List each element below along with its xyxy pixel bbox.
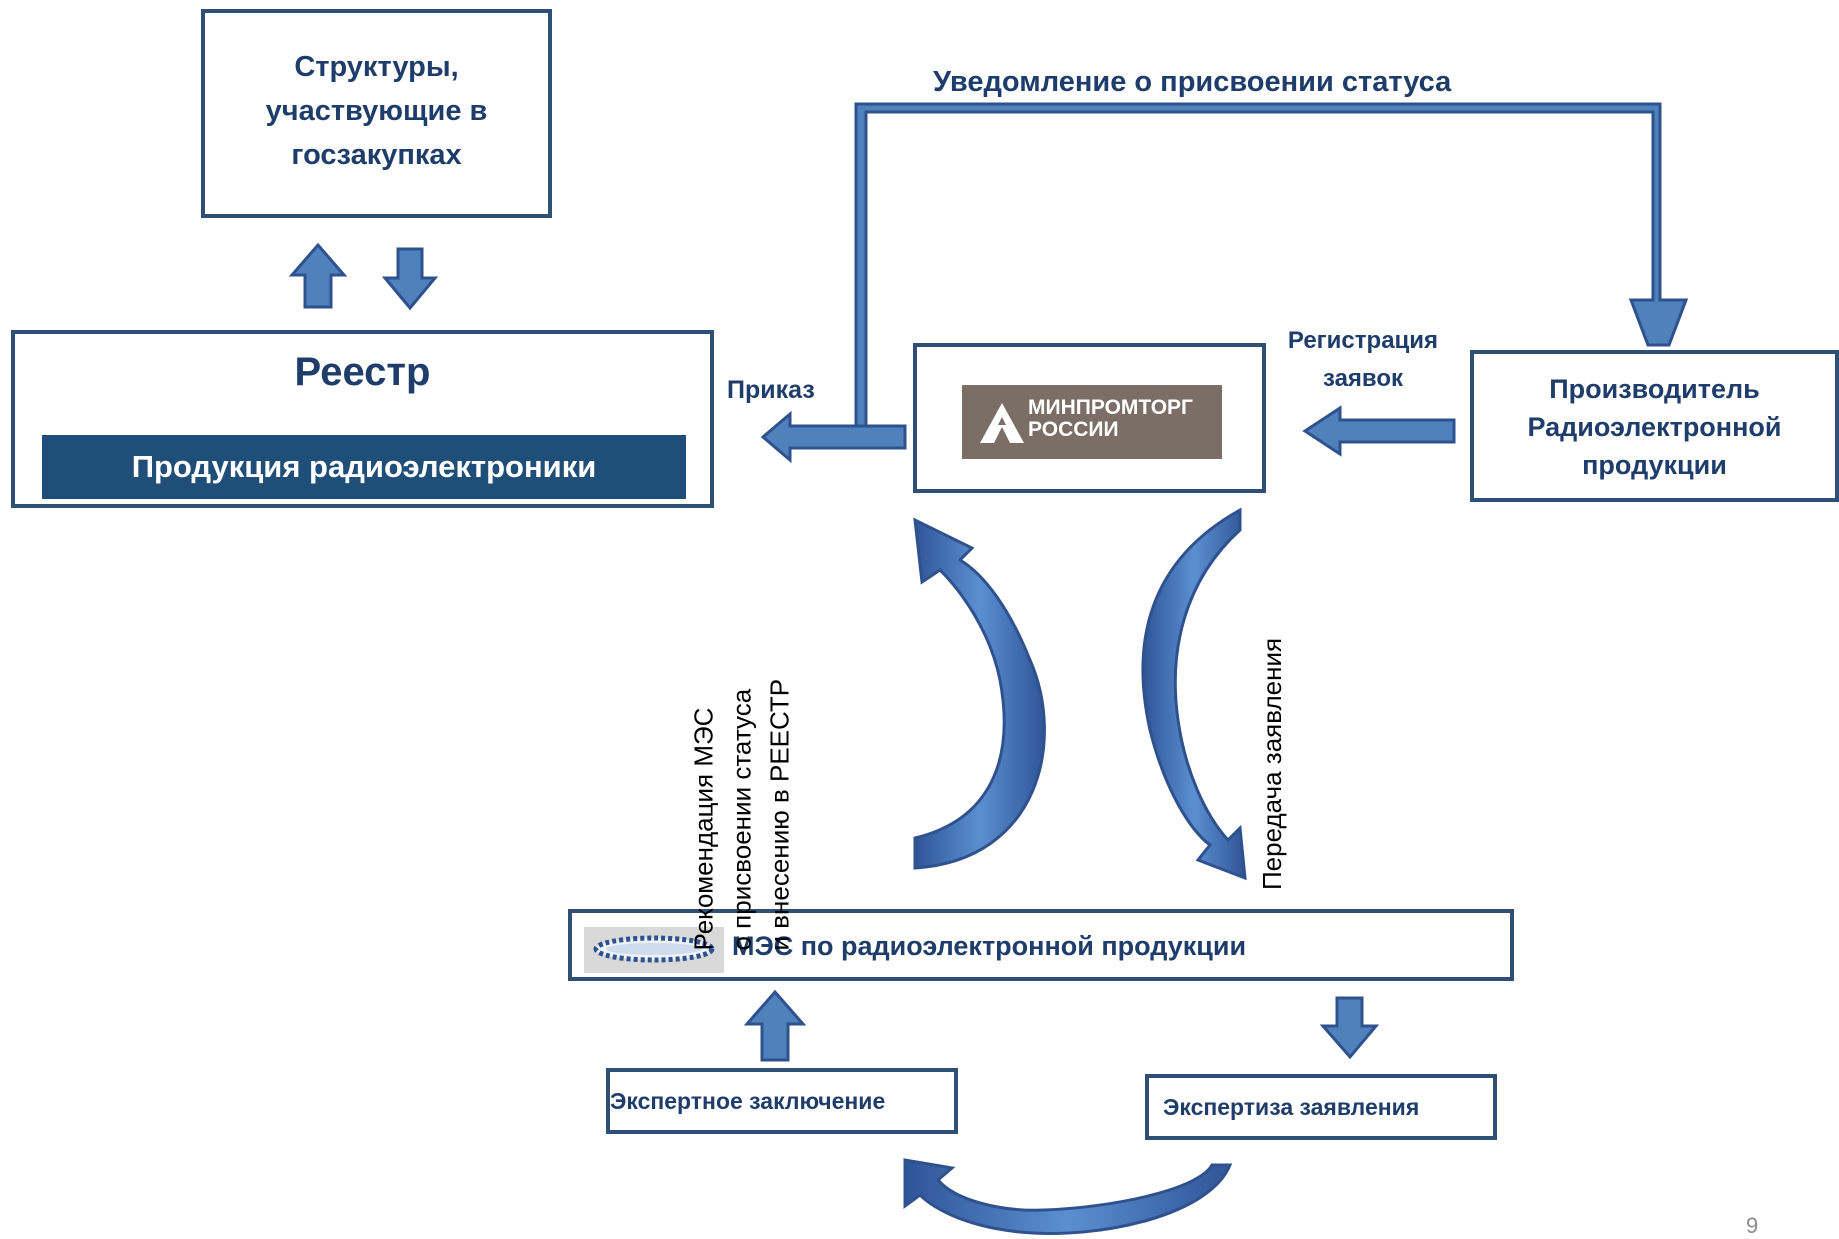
expertise-box: Экспертиза заявления bbox=[1145, 1074, 1497, 1140]
registration-arrow bbox=[1302, 405, 1456, 457]
registry-title: Реестр bbox=[294, 350, 431, 394]
ministry-logo-line2: РОССИИ bbox=[1028, 418, 1119, 441]
registration-label-line2: заявок bbox=[1322, 365, 1404, 392]
order-label: Приказ bbox=[727, 376, 815, 404]
notification-label: Уведомление о присвоении статуса bbox=[933, 66, 1452, 98]
registry-box: Реестр Продукция радиоэлектроники bbox=[11, 330, 714, 508]
order-arrow bbox=[760, 410, 907, 464]
recommendation-label-line1: Рекомендация МЭС bbox=[688, 707, 719, 951]
recommendation-label-line2: о присвоении статуса bbox=[726, 688, 757, 951]
expert-conclusion-text: Экспертное заключение bbox=[610, 1088, 886, 1114]
ministry-box: МИНПРОМТОРГ РОССИИ bbox=[913, 343, 1266, 493]
expert-conclusion-box: Экспертное заключение bbox=[606, 1068, 958, 1134]
registry-band: Продукция радиоэлектроники bbox=[42, 435, 686, 499]
producer-text: Производитель Радиоэлектронной продукции bbox=[1527, 374, 1782, 480]
registry-band-text: Продукция радиоэлектроники bbox=[131, 449, 597, 484]
transfer-label: Передача заявления bbox=[1257, 637, 1287, 890]
mes-box: МЭС по радиоэлектронной продукции bbox=[568, 909, 1514, 981]
structures-box: Структуры, участвующие в госзакупках bbox=[201, 9, 552, 218]
recommendation-label: Рекомендация МЭС о присвоении статуса и … bbox=[685, 491, 800, 951]
recommendation-curved-arrow bbox=[913, 517, 1046, 870]
ministry-logo-line1: МИНПРОМТОРГ bbox=[1028, 396, 1193, 419]
ministry-logo-icon bbox=[980, 403, 1024, 443]
structures-text: Структуры, участвующие в госзакупках bbox=[265, 51, 488, 171]
producer-box: Производитель Радиоэлектронной продукции bbox=[1470, 350, 1839, 502]
mes-text: МЭС по радиоэлектронной продукции bbox=[732, 931, 1247, 961]
up-arrow-mes bbox=[743, 989, 807, 1062]
roundtable-icon bbox=[584, 927, 724, 973]
bottom-curved-arrow bbox=[903, 1158, 1233, 1235]
page-number: 9 bbox=[1746, 1213, 1759, 1238]
transfer-curved-arrow bbox=[1141, 507, 1247, 881]
registration-label-line1: Регистрация bbox=[1287, 327, 1439, 354]
recommendation-label-line3: и внесению в РЕЕСТР bbox=[764, 678, 795, 951]
down-arrow-structures bbox=[381, 247, 439, 311]
down-arrow-expertise bbox=[1319, 996, 1380, 1060]
ministry-logo: МИНПРОМТОРГ РОССИИ bbox=[962, 385, 1222, 459]
registration-label: Регистрация заявок bbox=[1268, 322, 1458, 398]
up-arrow-structures bbox=[288, 242, 348, 309]
notification-arrow bbox=[854, 102, 1689, 432]
expertise-text: Экспертиза заявления bbox=[1163, 1094, 1420, 1120]
